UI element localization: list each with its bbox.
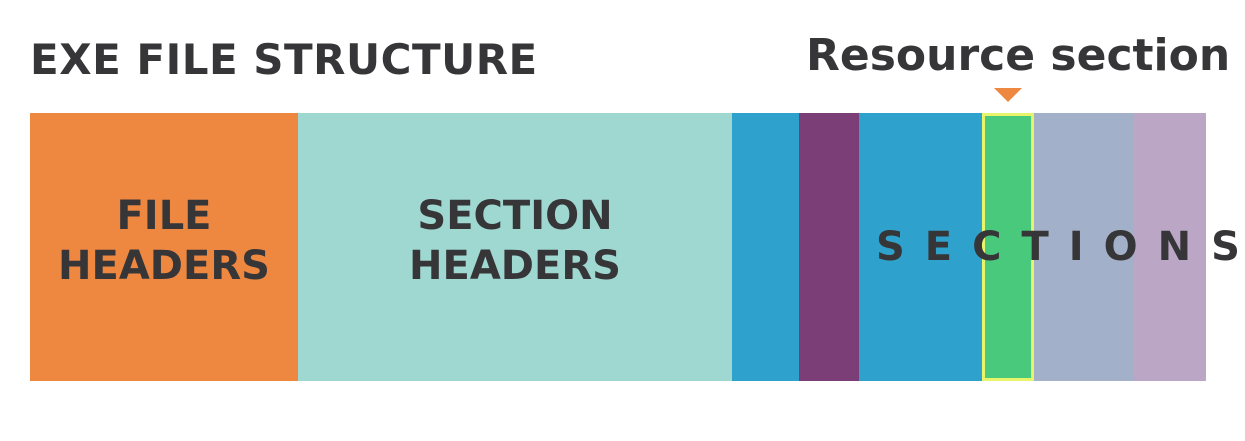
section-headers-line1: SECTION (417, 193, 613, 239)
exe-structure-bar: FILE HEADERS SECTION HEADERS SECTIONS (30, 113, 1240, 381)
diagram-title: EXE FILE STRUCTURE (30, 35, 538, 84)
section-block-5 (1034, 113, 1134, 381)
file-headers-line2: HEADERS (58, 243, 270, 289)
section-headers-block: SECTION HEADERS (298, 113, 732, 381)
section-block-1 (732, 113, 799, 381)
section-headers-label: SECTION HEADERS (298, 191, 732, 291)
resource-section-label: Resource section (806, 30, 1231, 81)
section-headers-line2: HEADERS (409, 243, 621, 289)
file-headers-block: FILE HEADERS (30, 113, 298, 381)
pointer-arrow-icon (994, 88, 1022, 102)
file-headers-label: FILE HEADERS (30, 191, 298, 291)
sections-label: SECTIONS (876, 224, 1245, 270)
section-block-3 (859, 113, 982, 381)
file-headers-line1: FILE (116, 193, 212, 239)
section-block-6 (1134, 113, 1206, 381)
section-block-2 (799, 113, 859, 381)
resource-section-block (982, 113, 1034, 381)
